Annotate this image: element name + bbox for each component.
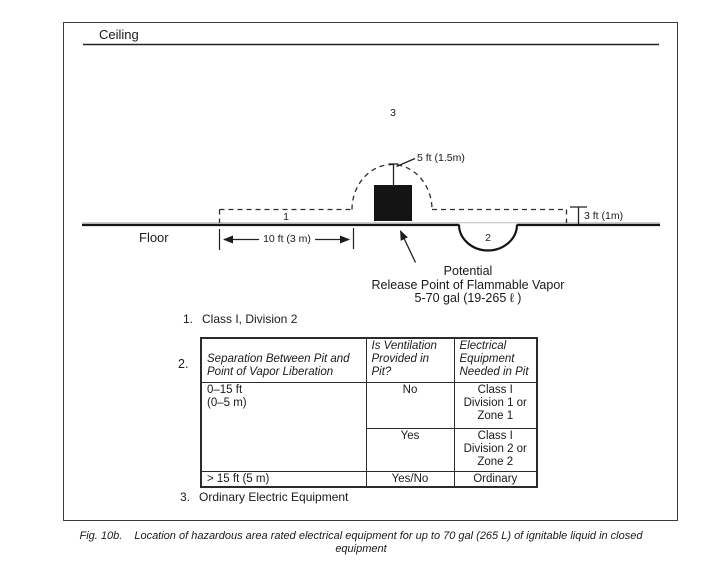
figure-caption-text: Location of hazardous area rated electri…	[134, 530, 643, 555]
note-2-number: 2.	[178, 357, 189, 371]
dim-5ft-label: 5 ft (1.5m)	[417, 152, 465, 164]
cell-equipment-div2: Class I Division 2 or Zone 2	[453, 427, 538, 472]
note-3-text: Ordinary Electric Equipment	[199, 490, 349, 504]
release-point-line2: Release Point of Flammable Vapor	[371, 277, 565, 292]
zone-1-label: 1	[283, 211, 289, 223]
cell-equipment-div1: Class I Division 1 or Zone 1	[453, 381, 538, 429]
note-1: 1. Class I, Division 2	[183, 312, 297, 326]
release-point-line3: 5-70 gal (19-265 ℓ )	[414, 291, 522, 305]
note-2: 2.	[178, 357, 197, 371]
pit-separation-table: Separation Between Pit and Point of Vapo…	[200, 337, 538, 488]
header-equipment: Electrical Equipment Needed in Pit	[453, 337, 538, 383]
dim-3ft-label: 3 ft (1m)	[584, 210, 624, 222]
figure-frame	[63, 22, 678, 521]
figure-caption: Fig. 10b. Location of hazardous area rate…	[55, 530, 667, 556]
zone-2-label: 2	[485, 232, 491, 244]
ceiling-label: Ceiling	[99, 27, 139, 42]
header-separation: Separation Between Pit and Point of Vapo…	[200, 337, 367, 383]
figure-caption-label: Fig. 10b.	[79, 530, 123, 542]
cell-ventilation-yesno: Yes/No	[365, 470, 455, 487]
zone-3-label: 3	[390, 107, 396, 119]
header-ventilation: Is Ventilation Provided in Pit?	[365, 337, 455, 383]
cell-separation-0-15: 0–15 ft (0–5 m)	[200, 381, 367, 472]
cell-separation-gt15: > 15 ft (5 m)	[200, 470, 367, 487]
note-1-text: Class I, Division 2	[202, 312, 298, 326]
release-point-label: Potential Release Point of Flammable Vap…	[348, 264, 588, 306]
cell-ventilation-yes: Yes	[365, 427, 455, 472]
note-3: 3. Ordinary Electric Equipment	[180, 490, 348, 504]
floor-label: Floor	[139, 230, 169, 245]
note-1-number: 1.	[183, 312, 194, 326]
cell-equipment-ordinary: Ordinary	[453, 470, 538, 487]
cell-ventilation-no: No	[365, 381, 455, 429]
dim-10ft-label: 10 ft (3 m)	[259, 233, 315, 245]
release-point-line1: Potential	[443, 264, 493, 278]
note-3-number: 3.	[180, 490, 191, 504]
